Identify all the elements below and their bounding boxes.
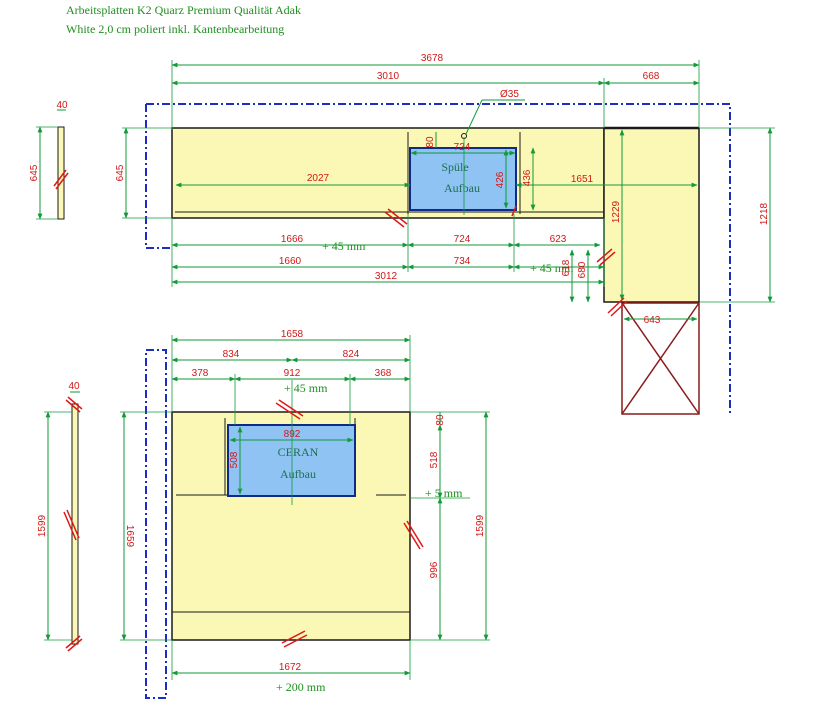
dim-front-724: 724	[454, 234, 471, 245]
dim-front-734: 734	[454, 256, 471, 267]
dim-hole: Ø35	[500, 89, 519, 100]
dim-left-run: 3010	[377, 71, 400, 82]
top-side-strip: 40 645	[29, 100, 69, 220]
bottom-plan: CERAN Aufbau 892 508 1658 834 824 378 91…	[120, 329, 490, 699]
dim-long-inner: 2027	[307, 173, 330, 184]
sink-cutout	[409, 147, 517, 211]
hob-label-1: CERAN	[278, 445, 319, 459]
dim-total: 3678	[421, 53, 444, 64]
plus-45-bottom: + 45 mm	[284, 381, 328, 395]
top-dashed-outline	[145, 103, 731, 414]
dim-left-half: 834	[223, 349, 240, 360]
dim-leg-total: 1218	[759, 202, 770, 225]
dim-strip-top-height: 645	[29, 164, 40, 181]
plus-45-a: + 45 mm	[322, 239, 366, 253]
edge-marks-bottom	[275, 399, 424, 648]
dim-front-1660: 1660	[279, 256, 302, 267]
dim-sink-w: 724	[454, 142, 471, 153]
dim-right-lower: 996	[429, 561, 440, 578]
dim-strip-top-thickness: 40	[56, 100, 68, 111]
dim-sink-h: 426	[495, 171, 506, 188]
edge-marks-top	[384, 205, 628, 317]
title-material: Arbeitsplatten K2 Quarz Premium Qualität…	[66, 3, 301, 17]
dim-leg-small-a: 618	[561, 259, 572, 276]
dim-front-3012: 3012	[375, 271, 398, 282]
dim-sink-top-gap: 80	[425, 136, 436, 148]
title-finish: White 2,0 cm poliert inkl. Kantenbearbei…	[66, 22, 285, 36]
hob-label-2: Aufbau	[280, 467, 316, 481]
plus-45-b: + 45 mm	[530, 261, 574, 275]
dim-front-1666: 1666	[281, 234, 304, 245]
dim-depth-left: 645	[115, 164, 126, 181]
dim-strip-bottom-thickness: 40	[68, 381, 80, 392]
dim-strip-bottom-height: 1599	[37, 514, 48, 537]
top-main-slab	[171, 127, 605, 219]
dim-front-623: 623	[550, 234, 567, 245]
sink-label-2: Aufbau	[444, 181, 480, 195]
dim-hob-h: 508	[229, 451, 240, 468]
dim-sink-outer-h: 436	[522, 169, 533, 186]
dim-right-upper: 518	[429, 451, 440, 468]
plus-200: + 200 mm	[276, 680, 326, 694]
dim-left-total: 1659	[124, 525, 135, 548]
dim-right-run: 668	[643, 71, 660, 82]
dim-left-gap: 378	[192, 368, 209, 379]
dim-bottom-top-gap: 80	[435, 414, 446, 426]
dim-bottom-w: 1672	[279, 662, 302, 673]
sink-label-1: Spüle	[441, 160, 468, 174]
hob-cutout	[227, 424, 356, 497]
dim-hob-w: 912	[284, 368, 301, 379]
plus-5: + 5 mm	[425, 486, 463, 500]
top-plan: Spüle Aufbau Ø35 3678 3010 668 645 2027 …	[115, 53, 775, 415]
dim-right-gap: 368	[375, 368, 392, 379]
dim-bottom-top-total: 1658	[281, 329, 304, 340]
bottom-side-strip: 40 1599	[37, 381, 83, 652]
bottom-dashed-outline	[145, 349, 167, 699]
dim-leg-inner: 1229	[611, 200, 622, 223]
dim-leg-width: 643	[644, 315, 661, 326]
leg-box-crossed	[621, 302, 700, 415]
dim-right-inner: 1651	[571, 174, 594, 185]
dim-right-total: 1599	[475, 514, 486, 537]
dim-leg-small-b: 680	[577, 261, 588, 278]
dim-right-half: 824	[343, 349, 360, 360]
